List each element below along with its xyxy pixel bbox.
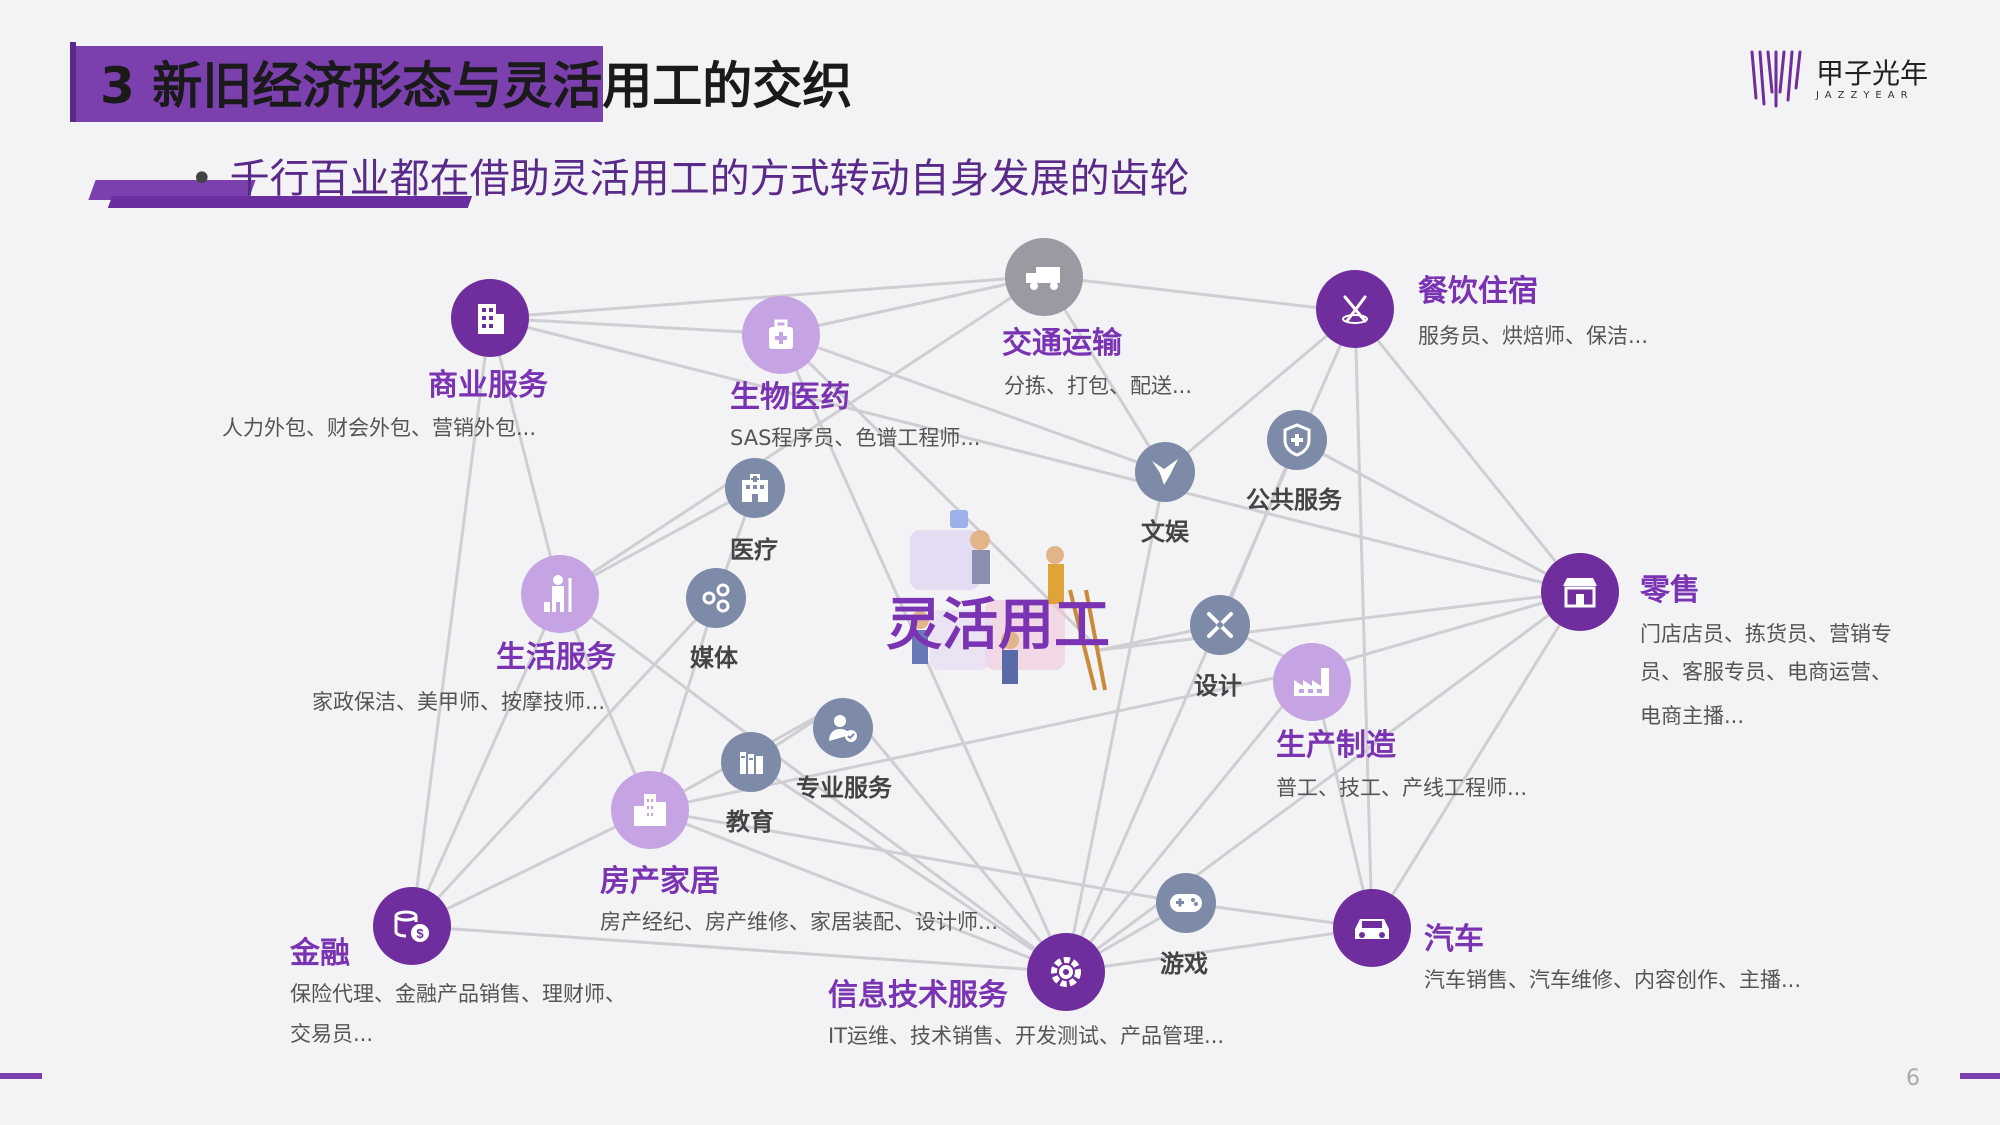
medicine-bag-icon xyxy=(742,296,820,374)
coins-icon: $ xyxy=(373,887,451,965)
industry-desc-retail-line2: 员、客服专员、电商运营、 xyxy=(1640,660,1892,684)
sector-label-media: 媒体 xyxy=(690,644,738,672)
title-highlight xyxy=(76,46,603,122)
gear-icon xyxy=(1027,933,1105,1011)
logo-name: 甲子光年 xyxy=(1816,57,1929,90)
sector-label-gaming: 游戏 xyxy=(1160,950,1208,978)
industry-label-retail: 零售 xyxy=(1640,573,1700,608)
share-icon xyxy=(686,568,746,628)
industry-desc-finance-line1: 保险代理、金融产品销售、理财师、 xyxy=(290,982,626,1006)
sector-label-education: 教育 xyxy=(726,808,774,836)
professional-icon xyxy=(813,698,873,758)
industry-desc-life: 家政保洁、美甲师、按摩技师... xyxy=(312,690,606,714)
books-icon xyxy=(721,732,781,792)
logo-mark-icon xyxy=(1750,50,1802,108)
design-tools-icon xyxy=(1190,595,1250,655)
bullet: • xyxy=(190,156,214,202)
sector-label-professional: 专业服务 xyxy=(796,774,892,802)
cleaner-icon xyxy=(521,555,599,633)
title-accent-bar xyxy=(70,42,76,122)
industry-desc-transport: 分拣、打包、配送... xyxy=(1004,374,1193,398)
gamepad-icon xyxy=(1156,873,1216,933)
svg-text:$: $ xyxy=(416,926,424,941)
industry-desc-realestate: 房产经纪、房产维修、家居装配、设计师... xyxy=(600,910,999,934)
industry-label-transport: 交通运输 xyxy=(1002,326,1122,361)
sector-label-medical: 医疗 xyxy=(730,536,778,564)
city-icon xyxy=(611,771,689,849)
industry-label-commercial: 商业服务 xyxy=(428,368,548,403)
industry-desc-retail-line3: 电商主播... xyxy=(1640,704,1745,728)
logo-subtitle: JAZZYEAR xyxy=(1816,90,1914,101)
industry-label-biomed: 生物医药 xyxy=(730,380,850,415)
utensils-icon xyxy=(1316,270,1394,348)
industry-desc-catering: 服务员、烘焙师、保洁... xyxy=(1418,324,1649,348)
sector-label-entertainment: 文娱 xyxy=(1141,518,1189,546)
bird-icon xyxy=(1135,442,1195,502)
industry-label-it: 信息技术服务 xyxy=(828,978,1008,1013)
industry-desc-biomed: SAS程序员、色谱工程师... xyxy=(730,426,981,450)
industry-label-catering: 餐饮住宿 xyxy=(1418,274,1538,309)
footer-accent-right xyxy=(1960,1073,2000,1079)
factory-icon xyxy=(1273,643,1351,721)
industry-label-manufacturing: 生产制造 xyxy=(1276,728,1396,763)
delivery-truck-icon xyxy=(1005,238,1083,316)
slide-subtitle: • 千行百业都在借助灵活用工的方式转动自身发展的齿轮 xyxy=(190,146,1190,204)
people-illustration xyxy=(910,510,1107,691)
industry-desc-auto: 汽车销售、汽车维修、内容创作、主播... xyxy=(1424,968,1802,992)
brand-logo: 甲子光年 JAZZYEAR xyxy=(1748,48,1928,108)
shield-icon xyxy=(1267,410,1327,470)
industry-desc-finance-line2: 交易员... xyxy=(290,1022,374,1046)
footer-accent-left xyxy=(0,1073,42,1079)
industry-label-realestate: 房产家居 xyxy=(600,864,720,899)
car-icon xyxy=(1333,889,1411,967)
industry-label-life: 生活服务 xyxy=(496,640,616,675)
subtitle-text: 千行百业都在借助灵活用工的方式转动自身发展的齿轮 xyxy=(229,156,1190,202)
industry-label-finance: 金融 xyxy=(290,936,350,971)
industry-desc-commercial: 人力外包、财会外包、营销外包... xyxy=(222,416,537,440)
page-number: 6 xyxy=(1906,1066,1920,1091)
industry-desc-it: IT运维、技术销售、开发测试、产品管理... xyxy=(828,1024,1225,1048)
sector-label-public: 公共服务 xyxy=(1246,486,1342,514)
hospital-icon xyxy=(725,458,785,518)
industry-label-auto: 汽车 xyxy=(1424,922,1484,957)
building-icon xyxy=(451,279,529,357)
industry-desc-manufacturing: 普工、技工、产线工程师... xyxy=(1276,776,1528,800)
title-box: 3 新旧经济形态与灵活用工的交织 xyxy=(70,42,853,122)
center-label: 灵活用工 xyxy=(886,593,1110,658)
storefront-icon xyxy=(1541,553,1619,631)
slide-title: 3 新旧经济形态与灵活用工的交织 xyxy=(100,57,853,115)
industry-desc-retail-line1: 门店店员、拣货员、营销专 xyxy=(1640,622,1892,646)
sector-label-design: 设计 xyxy=(1194,672,1242,700)
